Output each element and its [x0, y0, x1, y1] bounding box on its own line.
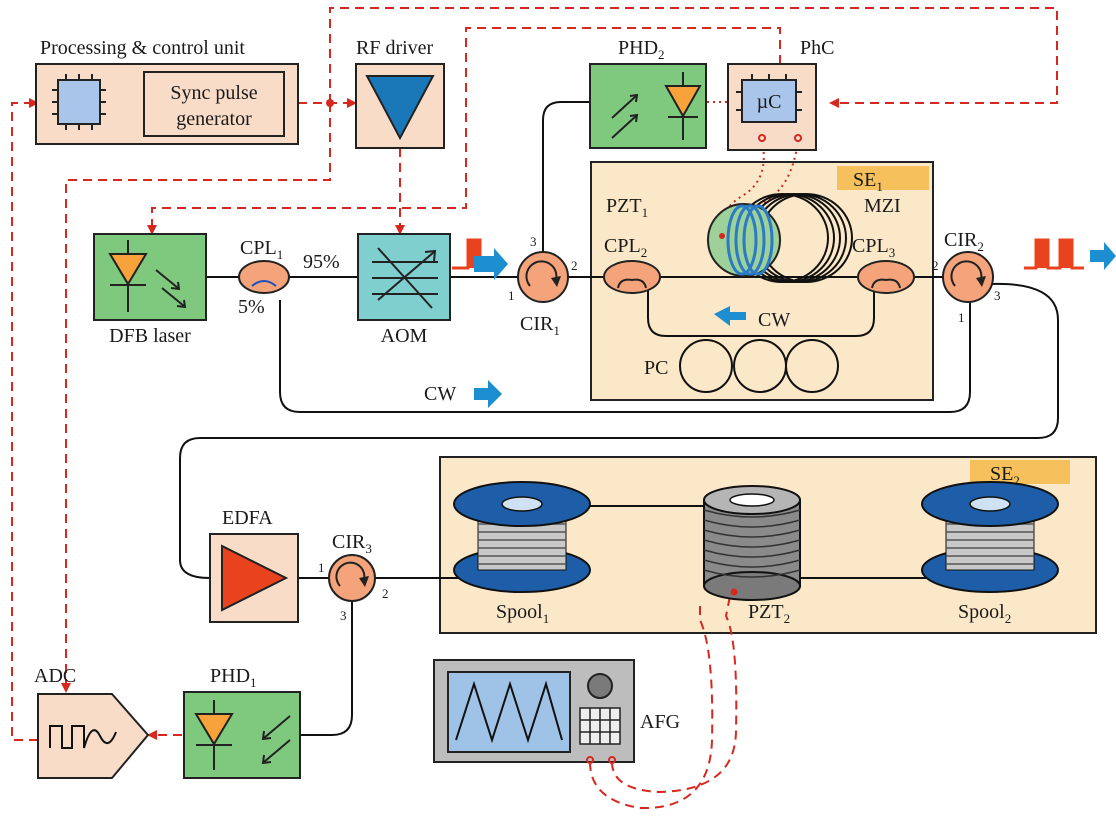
cir2-port1: 1	[958, 310, 965, 325]
cw-arrow-left-icon	[714, 306, 746, 326]
spool1-icon	[453, 481, 591, 593]
phc-terminal	[758, 134, 766, 142]
dfb-laser-label: DFB laser	[109, 325, 191, 347]
spool1-label: Spool1	[496, 601, 549, 626]
circulator-arrow-icon	[335, 561, 366, 587]
cir3-port2: 2	[382, 586, 389, 601]
pzt1-label: PZT1	[606, 195, 648, 220]
cir3-label: CIR3	[332, 531, 372, 556]
cw-top-label: CW	[758, 309, 790, 331]
adc-title: ADC	[34, 665, 76, 687]
cw-arrow-right-icon	[474, 380, 502, 408]
spool2-label: Spool2	[958, 601, 1011, 626]
direction-arrow-icon	[474, 248, 508, 280]
se2-label: SE2	[990, 463, 1020, 488]
polarization-controller-icon	[679, 339, 839, 393]
phc-title: PhC	[800, 37, 834, 59]
split-5-label: 5%	[238, 296, 265, 318]
cir1-port1: 1	[508, 288, 515, 303]
se1-tag	[837, 166, 929, 190]
cir1-port2: 2	[571, 258, 578, 273]
cir3-port1: 1	[318, 560, 325, 575]
rf-driver-title: RF driver	[356, 37, 434, 59]
processor-chip-icon	[52, 74, 106, 130]
photodiode-icon	[194, 700, 291, 770]
spool2-icon	[921, 481, 1059, 593]
se1-label: SE1	[853, 169, 883, 194]
phd2-title: PHD2	[618, 37, 665, 62]
cw-bottom-label: CW	[424, 383, 456, 405]
pzt2-cylinder-icon	[703, 485, 801, 601]
phd1-box	[183, 691, 301, 779]
aom-label: AOM	[381, 325, 428, 347]
waveform-icon	[455, 680, 563, 744]
output-arrow-icon	[1090, 242, 1116, 270]
cir1-label: CIR1	[520, 313, 560, 338]
photodiode-icon	[611, 72, 702, 140]
se2-tag	[970, 460, 1070, 484]
pc-label: PC	[644, 357, 668, 379]
cpl3-label: CPL3	[852, 235, 895, 260]
afg-label: AFG	[640, 711, 680, 733]
pzt2-label: PZT2	[748, 601, 790, 626]
dfb-laser-box	[93, 233, 207, 321]
cpl3-coupler	[857, 260, 915, 294]
afg-terminal	[608, 756, 616, 764]
phc-terminal	[794, 134, 802, 142]
uc-label: µC	[757, 91, 782, 113]
microcontroller-chip-icon	[741, 79, 797, 123]
rf-driver-triangle-icon	[365, 75, 435, 141]
pzt1-contact	[719, 233, 725, 239]
afg-terminal	[586, 756, 594, 764]
cpl1-tap	[251, 280, 277, 287]
cir2-port2: 2	[932, 258, 939, 273]
afg-knob	[587, 673, 613, 699]
sync-pulse-generator-box	[143, 71, 285, 137]
cir3-port3: 3	[340, 608, 347, 623]
edfa-title: EDFA	[222, 507, 273, 529]
pzt1-winding	[726, 204, 774, 276]
split-95-label: 95%	[303, 251, 340, 273]
double-pulse-icon	[1024, 238, 1084, 270]
circulator-arrow-icon	[525, 260, 558, 287]
cpl2-label: CPL2	[604, 235, 647, 260]
amplifier-triangle-icon	[221, 544, 289, 612]
cpl1-coupler	[238, 260, 290, 294]
sync-pulse-label-1: Sync pulse	[170, 82, 257, 104]
control-lines	[11, 7, 1058, 810]
laser-diode-icon	[108, 240, 187, 312]
sync-pulse-label-2: generator	[176, 108, 252, 130]
afg-keypad	[579, 707, 621, 745]
aom-icon	[372, 247, 438, 309]
phd1-title: PHD1	[210, 665, 257, 690]
circulator-arrow-icon	[950, 260, 983, 287]
processing-unit-title: Processing & control unit	[40, 37, 245, 59]
cir2-port3: 3	[994, 288, 1001, 303]
cir1-port3: 3	[530, 234, 537, 249]
mzi-label: MZI	[864, 195, 901, 217]
adc-signal-icon	[49, 725, 117, 749]
adc-box	[37, 693, 150, 779]
cpl1-label: CPL1	[240, 237, 283, 262]
cpl2-coupler	[603, 260, 661, 294]
cir2-label: CIR2	[944, 229, 984, 254]
sync-junction-dot	[326, 99, 334, 107]
